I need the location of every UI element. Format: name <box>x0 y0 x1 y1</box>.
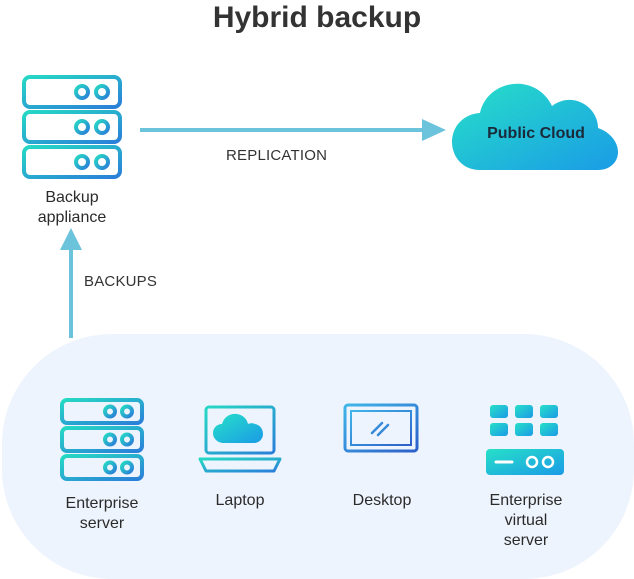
enterprise-server-label-line2: server <box>79 515 125 532</box>
backups-arrow <box>60 228 82 338</box>
backups-label: BACKUPS <box>84 273 158 290</box>
desktop-icon <box>343 403 419 467</box>
virtual-server-label-line2: virtual <box>504 512 548 529</box>
diagram-title: Hybrid backup <box>212 1 422 34</box>
laptop-icon <box>198 405 282 473</box>
replication-arrow <box>140 119 446 141</box>
replication-label: REPLICATION <box>226 147 328 164</box>
enterprise-server-icon <box>60 398 144 481</box>
backup-appliance-label: Backup appliance <box>10 188 134 228</box>
enterprise-server-label: Enterprise server <box>42 494 162 534</box>
desktop-label: Desktop <box>352 492 412 509</box>
cloud-icon <box>452 83 618 170</box>
virtual-server-label-line3: server <box>503 532 549 549</box>
virtual-server-icon <box>480 405 572 475</box>
appliance-label-line2: appliance <box>37 209 107 226</box>
virtual-server-label: Enterprise virtual server <box>464 491 588 551</box>
appliance-label-line1: Backup <box>45 189 99 206</box>
public-cloud-label: Public Cloud <box>487 125 585 142</box>
enterprise-server-label-line1: Enterprise <box>65 495 139 512</box>
virtual-server-label-line1: Enterprise <box>489 492 563 509</box>
laptop-label: Laptop <box>215 492 265 509</box>
backup-appliance-icon <box>22 75 122 179</box>
